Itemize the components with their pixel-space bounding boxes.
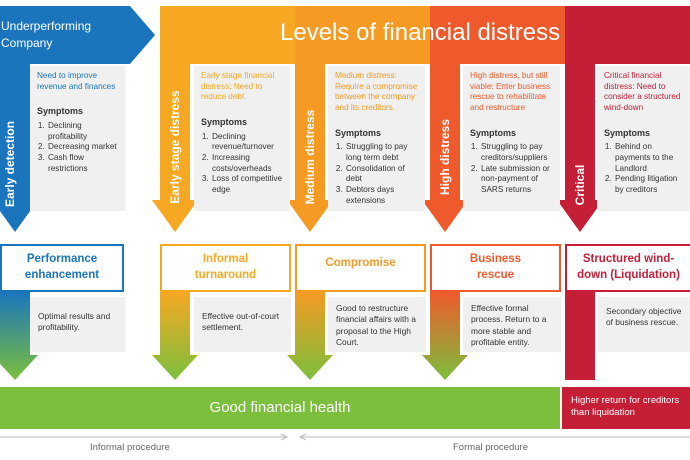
company-arrow (0, 6, 155, 64)
symptom-item: Debtors days extensions (345, 185, 418, 206)
symptom-item: Increasing costs/overheads (211, 153, 283, 174)
symptom-item: Struggling to pay long term debt (345, 142, 418, 163)
stage-label-high-distress: High distress (438, 118, 452, 196)
stage-intro: Medium distress: Require a compromise be… (335, 71, 418, 112)
result-panel-early-detection: Optimal results and profitability. (30, 297, 125, 352)
good-health-bar (0, 387, 560, 429)
outcome-structured-wind-down: Structured wind-down (Liquidation) (565, 244, 690, 292)
informal-procedure-label: Informal procedure (90, 442, 170, 453)
outcome-compromise: Compromise (295, 244, 426, 292)
symptoms-heading: Symptoms (37, 106, 84, 117)
stage-intro: High distress, but still viable: Enter b… (470, 71, 551, 112)
higher-return-label: Higher return for creditors than liquida… (571, 395, 680, 419)
page-title: Levels of financial distress (280, 19, 561, 46)
symptom-item: Consolidation of debt (345, 164, 418, 185)
outcome-business-rescue: Business rescue (430, 244, 561, 292)
symptom-item: Cash flow restrictions (47, 153, 118, 174)
company-label: Underperforming Company (1, 19, 92, 50)
outcome-label: Performance enhancement (24, 253, 100, 281)
outcome-performance-enhancement: Performance enhancement (0, 244, 124, 292)
result-panel-early-stage-distress: Effective out-of-court settlement. (194, 297, 291, 352)
outcome-informal-turnaround: Informal turnaround (160, 244, 291, 292)
higher-return-bar (562, 387, 690, 429)
outcome-label: Structured wind-down (Liquidation) (577, 253, 680, 281)
stage-label-early-detection: Early detection (3, 120, 17, 208)
stage-label-critical: Critical (573, 164, 587, 206)
symptom-panel-early-stage-distress: Early stage financial distress: Need to … (194, 66, 290, 211)
symptom-item: Loss of competitive edge (211, 174, 283, 195)
result-panel-medium-distress: Good to restructure financial affairs wi… (328, 297, 426, 352)
result-panel-high-distress: Effective formal process. Return to a mo… (463, 297, 561, 352)
symptoms-heading: Symptoms (201, 116, 248, 127)
stage-label-early-stage-distress: Early stage distress (168, 90, 182, 204)
symptom-item: Declining profitability (47, 121, 118, 142)
stage-intro: Critical financial distress: Need to con… (604, 71, 681, 112)
result-panel-critical: Secondary objective of business rescue. (598, 297, 690, 352)
symptom-panel-early-detection: Need to improve revenue and finances Sym… (30, 66, 125, 211)
formal-procedure-label: Formal procedure (453, 442, 528, 453)
symptom-panel-critical: Critical financial distress: Need to con… (597, 66, 690, 211)
symptom-item: Behind on payments to the Landlord (614, 142, 683, 174)
stage-intro: Need to improve revenue and finances (37, 71, 116, 91)
outcome-label: Informal turnaround (194, 253, 257, 281)
outcome-label: Compromise (325, 257, 396, 269)
outcome-label: Business rescue (469, 253, 522, 281)
symptom-panel-high-distress: High distress, but still viable: Enter b… (463, 66, 560, 211)
symptom-item: Struggling to pay creditors/suppliers (480, 142, 553, 163)
stage-intro: Early stage financial distress: Need to … (201, 71, 275, 102)
symptoms-heading: Symptoms (604, 127, 651, 138)
symptom-panel-medium-distress: Medium distress: Require a compromise be… (328, 66, 425, 211)
symptom-item: Pending litigation by creditors (614, 174, 683, 195)
symptom-item: Late submission or non-payment of SARS r… (480, 164, 553, 196)
good-health-label: Good financial health (209, 399, 351, 416)
symptoms-heading: Symptoms (470, 127, 517, 138)
symptom-item: Decreasing market (47, 142, 118, 153)
stage-label-medium-distress: Medium distress (303, 109, 317, 205)
symptom-item: Declining revenue/turnover (211, 132, 283, 153)
symptoms-heading: Symptoms (335, 127, 382, 138)
